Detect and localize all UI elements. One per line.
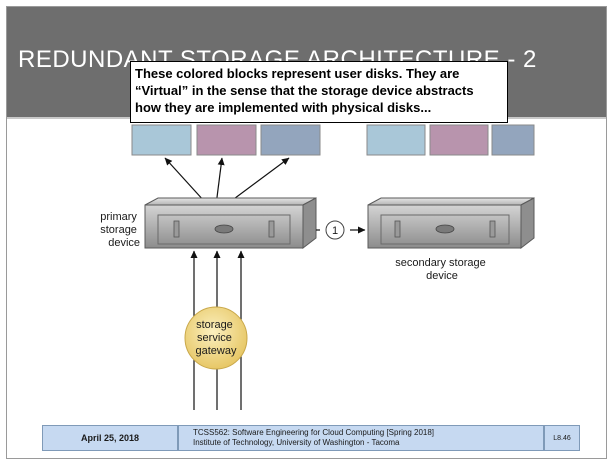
footer-course-line-2: Institute of Technology, University of W…	[193, 438, 400, 447]
slide-footer: April 25, 2018 TCSS562: Software Enginee…	[42, 425, 580, 451]
primary-storage-device	[144, 197, 317, 250]
primary-user-disk-2	[196, 124, 257, 156]
secondary-user-disk-2	[429, 124, 489, 156]
primary-user-disk-3	[260, 124, 321, 156]
callout-line-1: These colored blocks represent user disk…	[135, 66, 460, 81]
primary-user-disk-1	[131, 124, 192, 156]
footer-slide-number: L8.46	[544, 425, 580, 451]
callout-line-3: how they are implemented with physical d…	[135, 100, 432, 115]
step-number: 1	[332, 225, 338, 237]
footer-course-info: TCSS562: Software Engineering for Cloud …	[178, 425, 544, 451]
callout-line-2: “Virtual” in the sense that the storage …	[135, 83, 474, 98]
secondary-user-disk-1	[366, 124, 426, 156]
callout-box: These colored blocks represent user disk…	[130, 61, 508, 123]
secondary-device-label: secondary storage device	[395, 257, 489, 282]
secondary-user-disk-3	[491, 124, 535, 156]
footer-date: April 25, 2018	[42, 425, 178, 451]
step-badge	[325, 220, 345, 240]
gateway-label: storage service gateway	[196, 319, 237, 357]
footer-course-line-1: TCSS562: Software Engineering for Cloud …	[193, 428, 435, 437]
primary-device-label: primary storage device	[100, 211, 140, 249]
secondary-storage-device	[367, 197, 535, 250]
redundant-storage-diagram: primary storage device 1 secondary stora…	[85, 122, 537, 410]
storage-service-gateway	[184, 306, 248, 370]
